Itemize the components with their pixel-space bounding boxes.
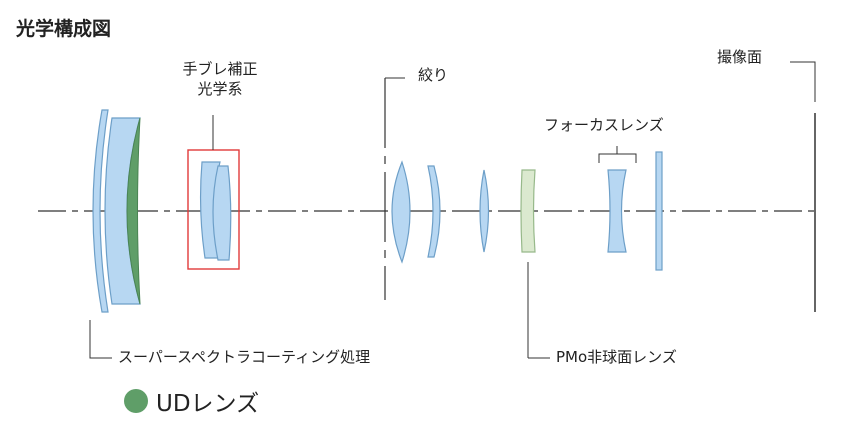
stabilizer-lens-2 <box>212 165 232 261</box>
stabilizer-label-line-1: 手ブレ補正 <box>182 60 258 78</box>
focus-bracket <box>598 146 637 163</box>
lens-element-5 <box>391 160 411 264</box>
aperture-label: 絞り <box>418 66 449 84</box>
lens-element-1 <box>92 109 109 313</box>
rear-filter-element <box>655 151 663 271</box>
legend: UDレンズ <box>124 384 259 418</box>
aspherical-label: PMo非球面レンズ <box>556 348 677 366</box>
coating-label: スーパースペクトラコーティング処理 <box>118 348 371 366</box>
ud-legend-label: UDレンズ <box>156 391 260 417</box>
stabilizer-label-line-2: 光学系 <box>197 79 243 98</box>
lens-element-6 <box>427 165 441 258</box>
lens-element-7 <box>479 169 490 253</box>
page-title: 光学構成図 <box>16 18 112 40</box>
coating-leader <box>89 320 112 359</box>
pmo-aspherical-lens <box>520 169 536 253</box>
image-plane-leader <box>790 61 816 102</box>
image-plane-label: 撮像面 <box>717 48 763 66</box>
focus-lens-label: フォーカスレンズ <box>544 116 664 134</box>
ud-lens-element <box>126 117 141 305</box>
focus-lens <box>607 169 627 253</box>
stabilizer-label: 手ブレ補正 光学系 <box>160 60 280 99</box>
ud-legend-swatch <box>124 389 148 413</box>
